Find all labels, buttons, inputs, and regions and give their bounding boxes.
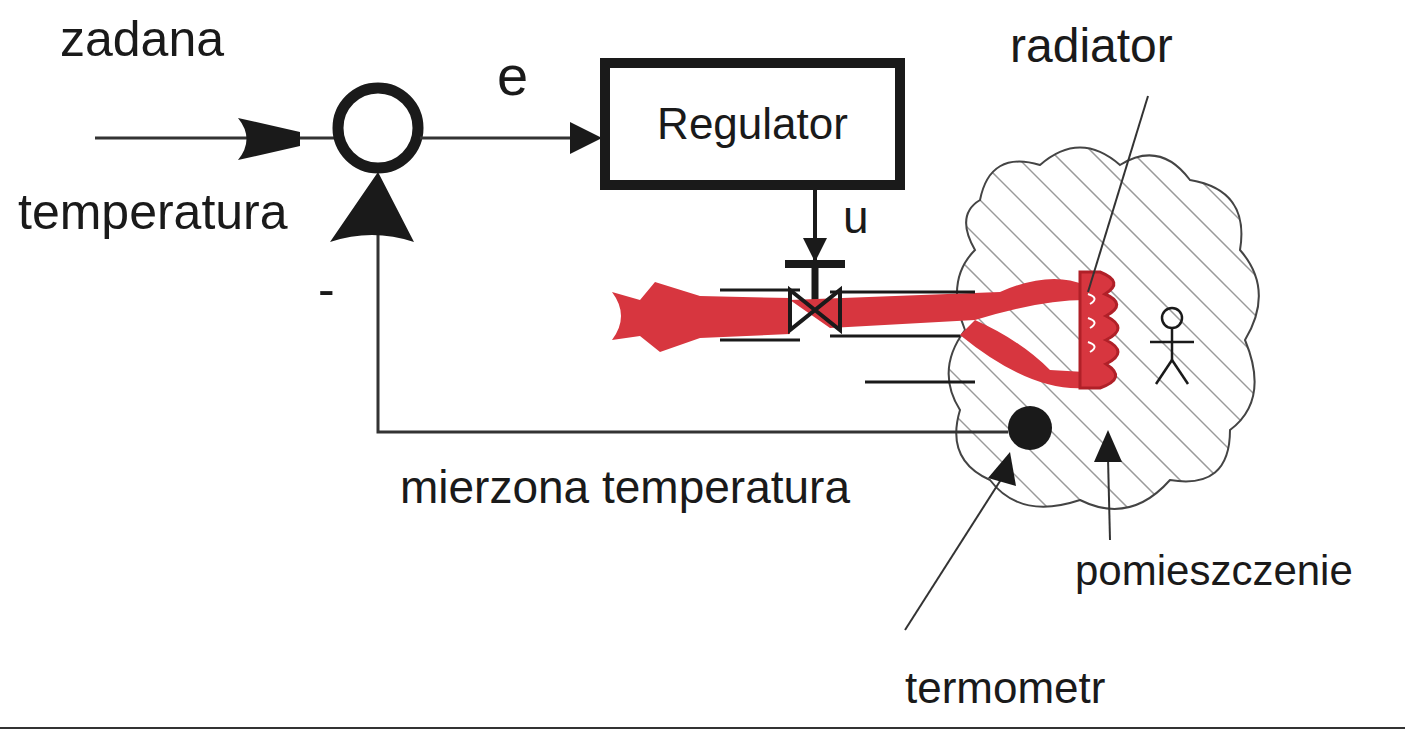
thermometer-sensor (1008, 406, 1052, 450)
valve-body (790, 290, 840, 330)
annotation-label: temperatura (18, 185, 288, 240)
block-label: Regulator (657, 100, 848, 148)
feedback-arrowhead (330, 172, 414, 242)
controller-box: Regulator (600, 58, 905, 190)
return-pipe (960, 320, 1085, 388)
summing-junction (338, 88, 418, 168)
room-outline (949, 148, 1259, 509)
thermometer-leader-head (988, 452, 1016, 486)
room-leader-head (1094, 430, 1122, 462)
annotation-label: - (318, 262, 335, 317)
annotation-label: radiator (1010, 20, 1173, 73)
annotation-label: e (497, 45, 528, 107)
supply-pipe (790, 279, 1085, 328)
radiator-coil (1080, 272, 1118, 388)
feedback-line (378, 200, 1008, 432)
page-rule (0, 727, 1405, 729)
annotation-label: termometr (905, 664, 1105, 712)
input-arrowhead (238, 118, 300, 160)
valve-stem (812, 264, 819, 305)
person-figure (1150, 308, 1194, 384)
annotation-label: pomieszczenie (1075, 548, 1353, 594)
radiator-fins (1088, 294, 1095, 352)
annotation-label: u (843, 192, 869, 243)
control-arrowhead (803, 238, 827, 262)
annotation-label: mierzona temperatura (400, 462, 850, 513)
error-arrowhead (570, 122, 602, 154)
error-line (420, 137, 590, 140)
annotation-label: zadana (60, 12, 224, 67)
pipe-outline (720, 290, 975, 382)
thermometer-leader (905, 478, 1002, 630)
radiator-leader (1088, 96, 1148, 292)
room-leader (1108, 458, 1110, 540)
